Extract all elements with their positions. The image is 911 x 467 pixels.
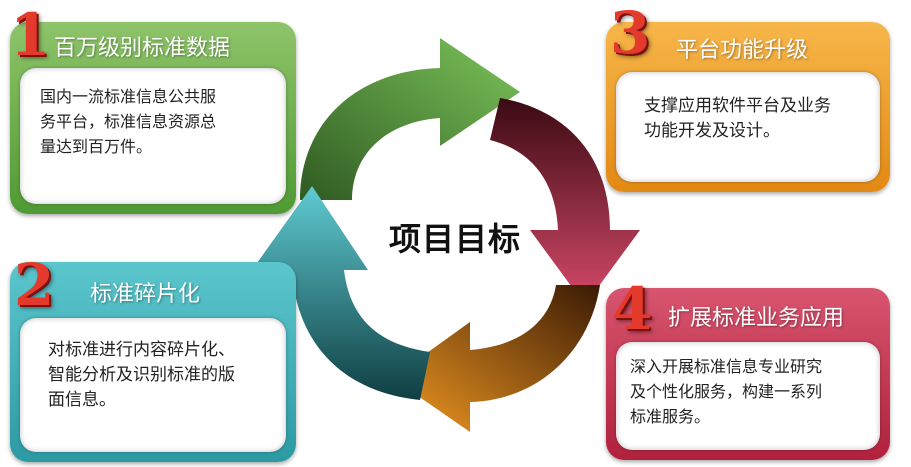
goal-number-2: 2 <box>14 251 55 319</box>
body-line: 国内一流标准信息公共服 <box>40 87 217 106</box>
goal-card-body: 支撑应用软件平台及业务 功能开发及设计。 <box>616 72 880 182</box>
goal-number-1: 1 <box>10 1 51 69</box>
goal-card-body: 对标准进行内容碎片化、 智能分析及识别标准的版 面信息。 <box>20 318 286 452</box>
body-line: 标准服务。 <box>630 407 711 426</box>
center-title: 项目目标 <box>388 220 521 258</box>
arrow-orange <box>392 285 600 432</box>
arrow-green <box>300 38 520 200</box>
goal-card-title: 百万级别标准数据 <box>54 36 231 61</box>
goal-card-body: 深入开展标准信息专业研究 及个性化服务，构建一系列 标准服务。 <box>616 342 880 450</box>
body-line: 及个性化服务，构建一系列 <box>630 382 823 401</box>
body-line: 量达到百万件。 <box>40 137 153 156</box>
goal-card-3: 平台功能升级 支撑应用软件平台及业务 功能开发及设计。 <box>606 22 890 192</box>
body-line: 务平台，标准信息资源总 <box>40 112 217 131</box>
goal-card-title: 标准碎片化 <box>90 282 201 307</box>
body-line: 支撑应用软件平台及业务 <box>644 96 831 116</box>
goal-number-3: 3 <box>610 0 651 67</box>
goal-card-title: 平台功能升级 <box>676 38 809 63</box>
body-line: 面信息。 <box>48 390 116 410</box>
goal-card-title: 扩展标准业务应用 <box>668 306 845 331</box>
body-line: 深入开展标准信息专业研究 <box>630 357 823 376</box>
arrow-teal <box>252 186 430 400</box>
goal-card-2: 标准碎片化 对标准进行内容碎片化、 智能分析及识别标准的版 面信息。 <box>10 262 296 462</box>
arrow-crimson <box>490 98 640 305</box>
goal-card-body: 国内一流标准信息公共服 务平台，标准信息资源总 量达到百万件。 <box>20 68 286 204</box>
body-line: 智能分析及识别标准的版 <box>48 365 235 385</box>
goal-card-4: 扩展标准业务应用 深入开展标准信息专业研究 及个性化服务，构建一系列 标准服务。 <box>606 288 890 460</box>
body-line: 对标准进行内容碎片化、 <box>48 340 235 360</box>
goal-number-4: 4 <box>612 275 653 343</box>
body-line: 功能开发及设计。 <box>644 121 780 141</box>
goal-card-1: 百万级别标准数据 国内一流标准信息公共服 务平台，标准信息资源总 量达到百万件。 <box>10 22 296 214</box>
